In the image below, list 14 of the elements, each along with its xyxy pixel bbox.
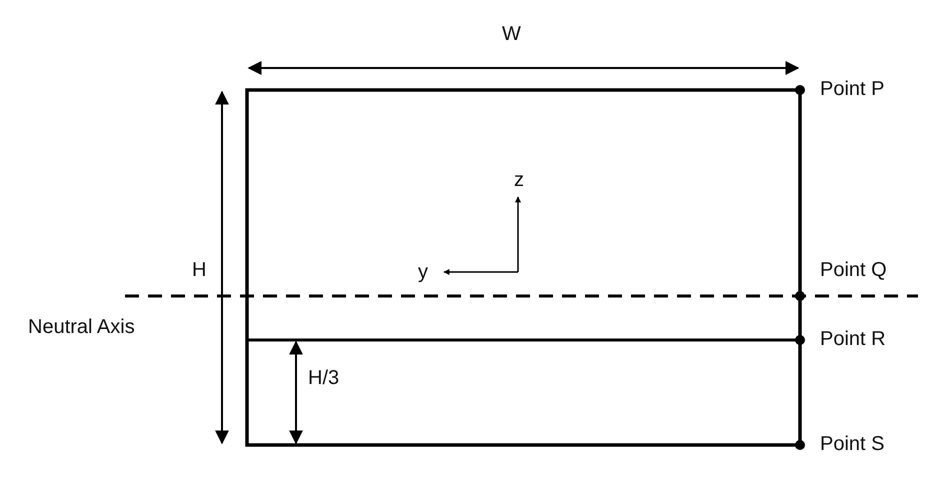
axis-label: z <box>514 168 524 192</box>
point-label: Point P <box>820 77 884 101</box>
point-label: Point S <box>820 432 884 456</box>
dimension-label: H <box>192 258 206 282</box>
point-marker <box>795 85 805 95</box>
dimension-label: H/3 <box>308 366 340 390</box>
point-label: Point R <box>820 327 886 351</box>
point-marker <box>795 335 805 345</box>
point-marker <box>795 440 805 450</box>
dimension-label: W <box>502 22 521 46</box>
point-label: Point Q <box>820 258 887 282</box>
axis-label: y <box>418 260 428 284</box>
point-marker <box>795 291 805 301</box>
axis-name: Neutral Axis <box>28 315 135 339</box>
